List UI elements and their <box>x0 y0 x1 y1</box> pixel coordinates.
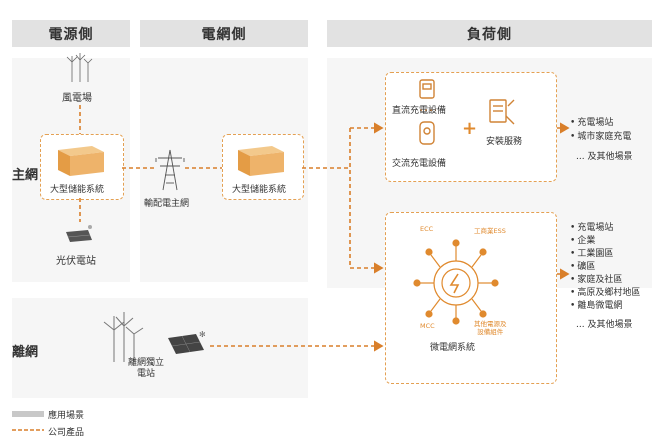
list-item: 工業園區 <box>570 248 640 261</box>
list-item: ... 及其他場景 <box>576 320 633 330</box>
label-other-power: 其他電源及 設備組件 <box>474 320 507 336</box>
header-power-side: 電源側 <box>12 20 130 47</box>
label-transmission-grid: 輸配電主網 <box>144 199 190 209</box>
header-grid-side: 電網側 <box>140 20 308 47</box>
label-install-service: 安裝服務 <box>486 137 523 147</box>
label-wind-farm: 風電場 <box>62 93 92 104</box>
legend-product-label: 公司產品 <box>48 428 85 438</box>
list-item: 家庭及社區 <box>570 274 640 287</box>
label-microgrid: 微電網系統 <box>430 343 476 353</box>
header-load-side: 負荷側 <box>327 20 652 47</box>
label-dc-charging: 直流充電設備 <box>392 106 447 116</box>
label-pv-station: 光伏電站 <box>56 256 96 267</box>
scenario-list-main: 充電場站 城市家庭充電 ... 及其他場景 <box>570 116 632 164</box>
list-item: ... 及其他場景 <box>576 152 633 162</box>
list-item: 高原及鄉村地區 <box>570 287 640 300</box>
label-large-storage-power: 大型儲能系統 <box>50 185 105 195</box>
label-offgrid-station: 離網獨立 電站 <box>128 358 165 379</box>
list-item: 企業 <box>570 235 640 248</box>
label-ci-ess: 工商業ESS <box>474 227 506 235</box>
list-item: 礦區 <box>570 261 640 274</box>
label-ecc: ECC <box>420 225 434 233</box>
product-box-storage-power <box>40 134 124 200</box>
legend-scenario-swatch <box>12 411 44 417</box>
scenario-list-microgrid: 充電場站 企業 工業園區 礦區 家庭及社區 高原及鄉村地區 離島微電網 ... … <box>570 222 640 332</box>
label-mcc: MCC <box>420 322 435 330</box>
row-label-main-grid: 主網 <box>12 168 39 183</box>
legend-scenario-label: 應用場景 <box>48 411 85 421</box>
list-item: 城市家庭充電 <box>570 130 632 144</box>
row-label-off-grid: 離網 <box>12 345 39 360</box>
product-box-microgrid <box>385 212 557 384</box>
list-item: 充電場站 <box>570 116 632 130</box>
plus-sign: + <box>462 118 478 139</box>
list-item: 充電場站 <box>570 222 640 235</box>
panel-offgrid <box>12 298 308 398</box>
product-box-charging <box>385 72 557 182</box>
label-large-storage-grid: 大型儲能系統 <box>232 185 287 195</box>
list-item: 離島微電網 <box>570 300 640 313</box>
label-ac-charging: 交流充電設備 <box>392 159 447 169</box>
